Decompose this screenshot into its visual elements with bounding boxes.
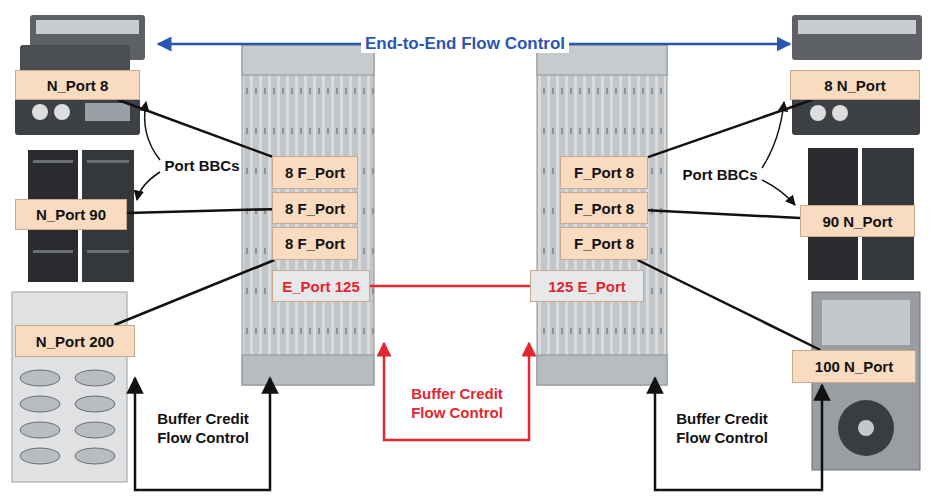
link-line [127,209,272,213]
port-text: N_Port 200 [30,333,120,350]
port-label: 100 N_Port [792,350,916,383]
label-text: Buffer Credit Flow Control [411,385,503,421]
director-switch [537,45,667,385]
leader-arrow [137,172,160,200]
flow-label: Buffer Credit Flow Control [395,385,519,423]
flow-label: End-to-End Flow Control [355,33,575,54]
port-label: 125 E_Port [530,270,644,302]
port-text: F_Port 8 [568,235,640,252]
port-label: F_Port 8 [560,192,648,224]
director-switch [242,45,374,385]
port-label: N_Port 8 [15,70,140,100]
link-line [118,100,272,157]
port-text: 8 F_Port [279,235,351,252]
port-label: 8 F_Port [272,227,358,260]
port-label: 8 F_Port [272,156,358,189]
port-text: 8 F_Port [279,200,351,217]
storage-icon [12,292,127,482]
link-line [648,210,800,218]
link-line [648,100,812,157]
port-label: 8 F_Port [272,192,358,224]
port-text: 90 N_Port [816,213,898,230]
flow-bracket [384,343,529,440]
port-label: 8 N_Port [790,70,920,100]
leader-arrow [762,180,795,205]
port-text: F_Port 8 [568,164,640,181]
port-label: F_Port 8 [560,227,648,260]
port-text: 8 N_Port [818,77,892,94]
port-text: 100 N_Port [809,358,899,375]
flow-label: Port BBCs [678,166,762,185]
port-label: N_Port 90 [15,199,127,230]
link-line [370,285,530,288]
port-label: 90 N_Port [800,205,915,237]
port-label: F_Port 8 [560,156,648,189]
flow-label: Port BBCs [160,157,244,176]
port-text: F_Port 8 [568,200,640,217]
label-text: Port BBCs [682,166,757,183]
port-text: E_Port 125 [276,278,366,295]
server-icon [15,15,145,135]
link-line [114,260,274,325]
link-line [638,260,821,350]
flow-bracket [135,378,270,490]
label-text: End-to-End Flow Control [361,34,569,53]
port-label: E_Port 125 [272,270,370,302]
port-text: 8 F_Port [279,164,351,181]
flow-label: Buffer Credit Flow Control [662,410,782,448]
flow-label: Buffer Credit Flow Control [143,410,263,448]
port-text: 125 E_Port [542,278,632,295]
label-text: Buffer Credit Flow Control [157,410,249,446]
flow-bracket [655,378,822,490]
port-text: N_Port 8 [41,77,115,94]
port-label: N_Port 200 [15,325,135,357]
label-text: Port BBCs [164,157,239,174]
label-text: Buffer Credit Flow Control [676,410,768,446]
port-text: N_Port 90 [30,206,112,223]
